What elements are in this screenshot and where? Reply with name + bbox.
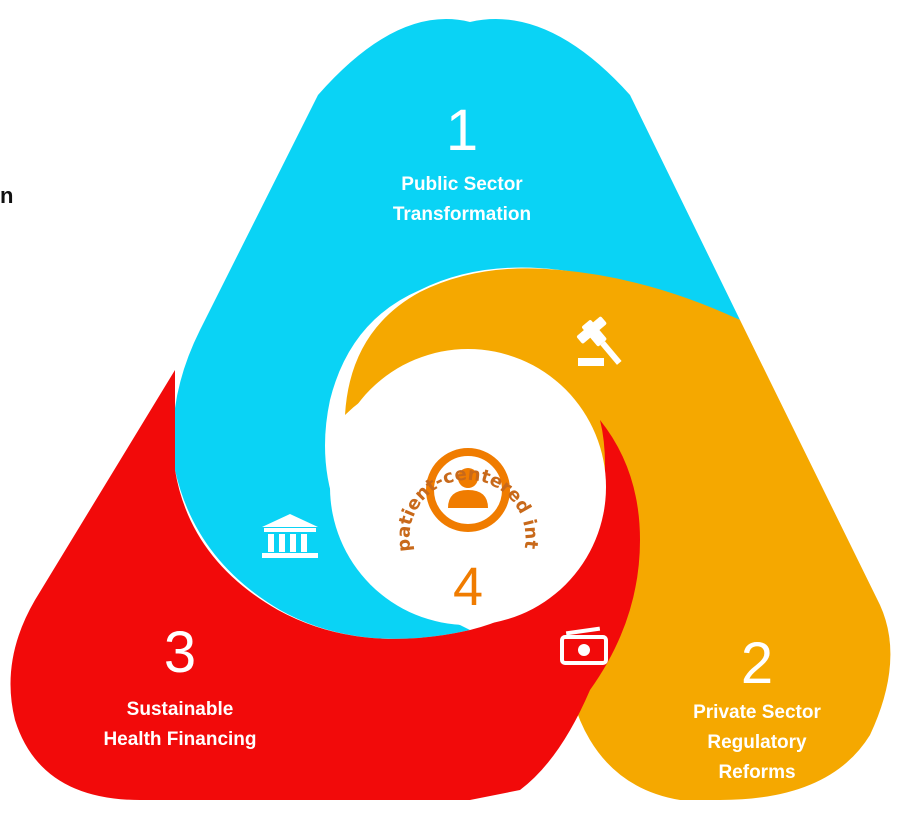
bank-icon [262,514,318,558]
gavel-icon [576,316,622,365]
segment-3-label-line-2: Health Financing [103,729,256,750]
center-number: 4 [453,557,483,617]
segment-red-shape [10,370,640,800]
segment-3-label-line-1: Sustainable [127,699,234,720]
segment-2-label-line-1: Private Sector [693,702,821,723]
person-icon [426,448,510,532]
segment-1-label-line-1: Public Sector [401,174,523,195]
segment-2-label-line-3: Reforms [718,762,795,783]
money-icon [560,626,608,665]
edge-text-fragment: n [0,183,14,208]
segment-1-label-line-2: Transformation [393,204,531,225]
segment-2-number: 2 [741,631,773,696]
segment-blue-shape [172,19,740,639]
segment-1-number: 1 [446,98,478,163]
segment-2-label-line-2: Regulatory [707,732,807,753]
gavel-base [578,358,604,366]
segment-3-number: 3 [164,620,196,685]
